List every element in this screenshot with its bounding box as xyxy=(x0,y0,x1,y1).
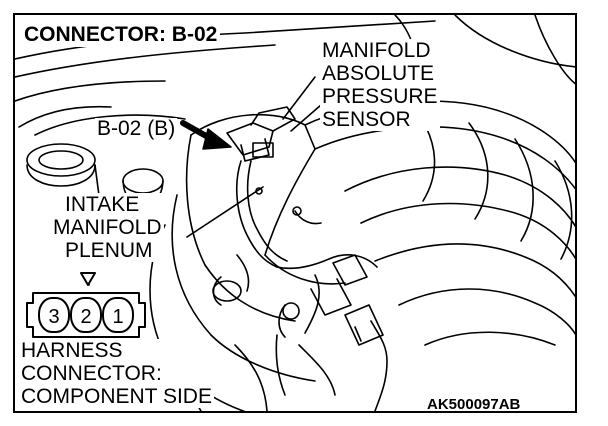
pin-1: 1 xyxy=(112,306,123,328)
pointer-arrow-icon xyxy=(180,120,232,150)
sensor-callout-line: SENSOR xyxy=(322,108,411,131)
harness-caption-line: COMPONENT SIDE xyxy=(21,385,212,408)
harness-caption-line: CONNECTOR: xyxy=(21,362,162,385)
harness-caption-line: HARNESS xyxy=(21,339,123,362)
connector-ref-callout: B-02 (B) xyxy=(95,117,178,140)
plenum-callout: INTAKE MANIFOLD PLENUM xyxy=(51,193,164,262)
sensor-callout: MANIFOLD ABSOLUTE PRESSURE SENSOR xyxy=(320,39,440,131)
harness-connector-icon xyxy=(26,272,146,338)
figure-code: AK500097AB xyxy=(425,396,523,413)
pin-3: 3 xyxy=(48,306,59,328)
plenum-callout-line: PLENUM xyxy=(65,239,153,262)
sensor-callout-line: ABSOLUTE xyxy=(322,62,435,85)
connector-title: CONNECTOR: B-02 xyxy=(23,23,221,47)
plenum-callout-line: MANIFOLD xyxy=(53,216,162,239)
harness-caption: HARNESS CONNECTOR: COMPONENT SIDE xyxy=(21,339,214,408)
sensor-callout-line: PRESSURE xyxy=(322,85,438,108)
pin-2: 2 xyxy=(80,306,91,328)
sensor-callout-line: MANIFOLD xyxy=(322,39,431,62)
plenum-callout-line: INTAKE xyxy=(65,193,140,216)
diagram-frame: 3 2 1 CONNECTOR: B-02 MANIFOLD ABSOLUTE … xyxy=(13,13,577,413)
